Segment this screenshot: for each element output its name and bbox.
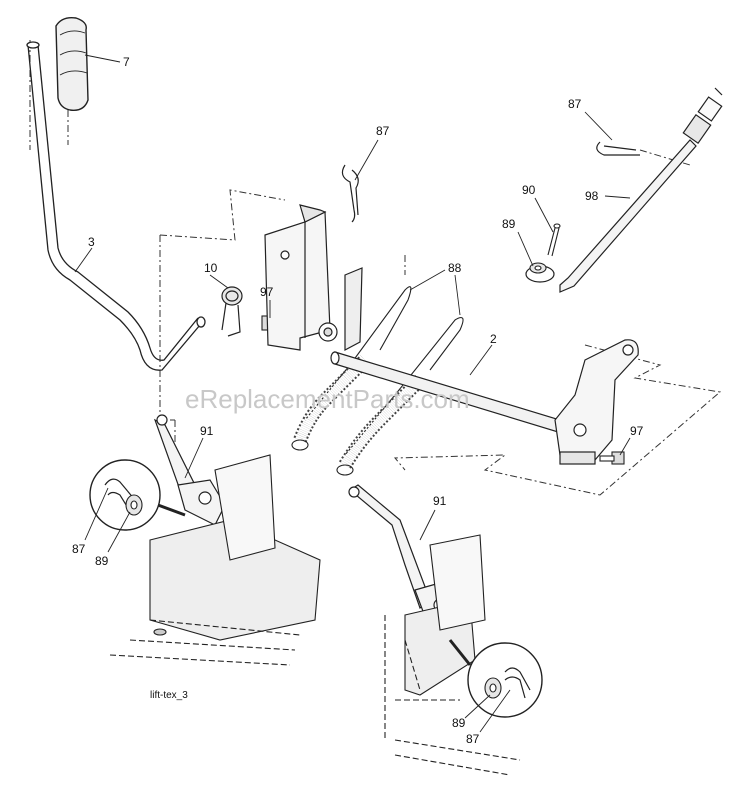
callout-91-left: 91 xyxy=(200,424,214,438)
callout-97-right: 97 xyxy=(630,424,644,438)
left-lift-link xyxy=(153,414,226,526)
callout-87-right-detail: 87 xyxy=(466,732,480,746)
callout-89-left-detail: 89 xyxy=(95,554,109,568)
center-bracket xyxy=(264,204,363,351)
washer-left-detail xyxy=(125,494,143,516)
washer-top-right xyxy=(529,262,547,274)
spring-coil-left xyxy=(291,355,370,451)
callouts: 7 3 10 97 87 88 2 87 90 89 98 97 91 87 8… xyxy=(72,55,644,746)
lift-lever xyxy=(26,41,206,371)
right-side-plate xyxy=(384,534,521,776)
hairpin-top-right xyxy=(596,141,640,156)
watermark: eReplacementParts.com xyxy=(185,384,470,414)
hairpin-right-detail xyxy=(504,667,531,699)
callout-3: 3 xyxy=(88,235,95,249)
washer-right-detail xyxy=(484,677,502,699)
callout-2: 2 xyxy=(490,332,497,346)
callout-88: 88 xyxy=(448,261,462,275)
callout-89-right-detail: 89 xyxy=(452,716,466,730)
left-side-plate xyxy=(109,454,321,666)
hairpin-top-center xyxy=(341,164,359,223)
callout-90: 90 xyxy=(522,183,536,197)
torsion-spring xyxy=(221,286,243,337)
handle-grip xyxy=(55,16,89,111)
callout-97-left: 97 xyxy=(260,285,274,299)
bolt-right xyxy=(599,451,625,465)
left-detail-circle xyxy=(89,459,186,531)
spring-coil-right xyxy=(336,375,425,476)
callout-91-right: 91 xyxy=(433,494,447,508)
right-bracket xyxy=(554,339,639,465)
callout-7: 7 xyxy=(123,55,130,69)
callout-87-top-right: 87 xyxy=(568,97,582,111)
diagram-caption: lift-tex_3 xyxy=(150,690,188,701)
callout-10: 10 xyxy=(204,261,218,275)
extension-springs xyxy=(291,286,464,476)
adjust-rod xyxy=(525,87,723,293)
callout-89-top-right: 89 xyxy=(502,217,516,231)
hairpin-left-detail xyxy=(104,478,136,509)
leader-lines xyxy=(74,54,631,733)
callout-87-top-center: 87 xyxy=(376,124,390,138)
callout-98: 98 xyxy=(585,189,599,203)
callout-87-left-detail: 87 xyxy=(72,542,86,556)
cotter-pin xyxy=(547,223,561,257)
